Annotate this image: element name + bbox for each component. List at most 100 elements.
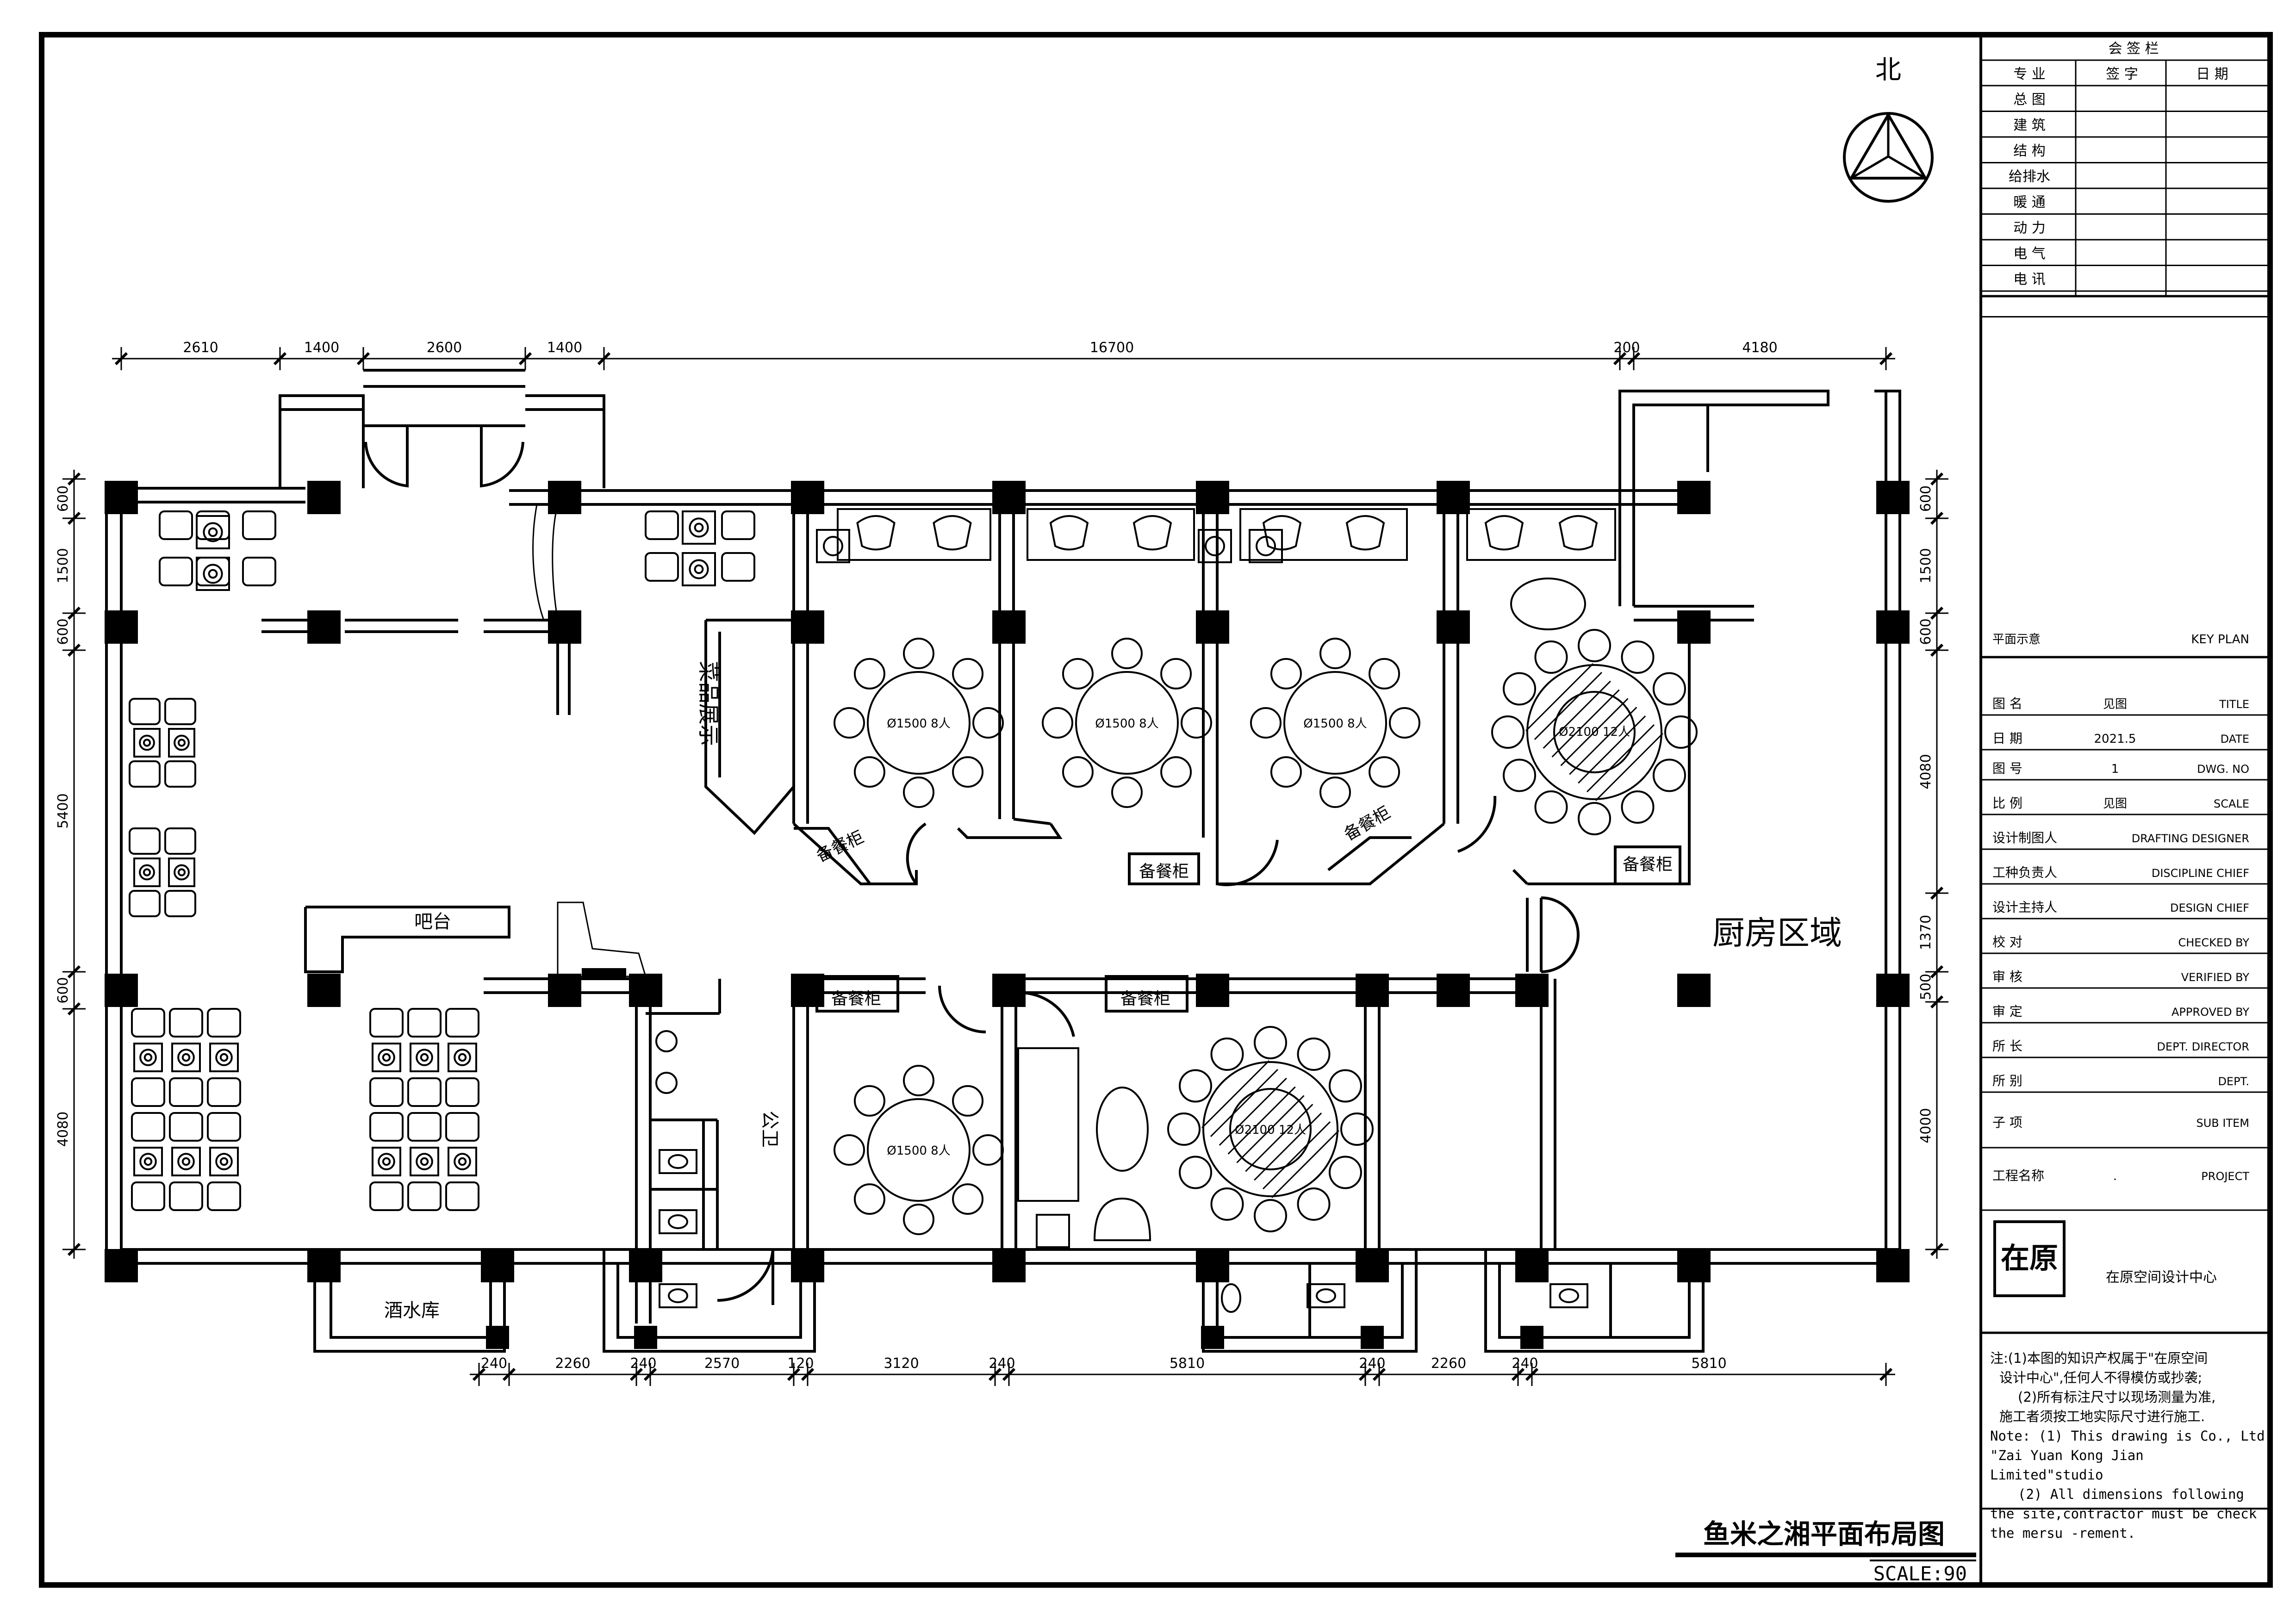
chair [721, 552, 755, 582]
table-center [458, 1157, 467, 1166]
column [1876, 610, 1910, 644]
armchair [1345, 515, 1385, 551]
column [481, 1249, 514, 1282]
table-top [203, 564, 223, 584]
chair [1042, 707, 1073, 739]
dimension-label: 500 [1918, 974, 1934, 1000]
table-center [694, 522, 704, 533]
hatch-line [1569, 707, 1637, 775]
sink-icon [655, 1072, 678, 1094]
table-center [208, 569, 218, 579]
dimension-label: 1500 [1918, 548, 1934, 583]
chair [1254, 1026, 1287, 1059]
chair [129, 827, 161, 855]
chair [952, 756, 984, 788]
info-row-label: 比 例 [1992, 795, 2022, 811]
armchair [933, 515, 972, 551]
label-kitchen: 厨房区域 [1712, 914, 1842, 952]
chair [1167, 1112, 1201, 1146]
column [992, 1249, 1026, 1282]
table-top [215, 1153, 233, 1170]
room-labels: 菜品展示 吧台 酒水库 公卫 厨房区域 备餐柜 备餐柜 备餐柜 备餐柜 备餐柜 … [384, 661, 1842, 1321]
table-top [378, 1153, 395, 1170]
table-top [139, 734, 155, 751]
table-center [420, 1053, 429, 1062]
square-table [196, 515, 230, 549]
column [1196, 610, 1229, 644]
hatch-line [1525, 663, 1594, 732]
table-top [203, 522, 223, 542]
square-table [372, 1147, 401, 1176]
hatch-line [1551, 689, 1620, 758]
chair [1254, 1199, 1287, 1232]
column [1677, 1249, 1711, 1282]
round-table [1526, 664, 1662, 800]
chair [903, 638, 934, 669]
dimension-label: 2570 [704, 1355, 740, 1372]
dimension-label: 2610 [183, 340, 218, 356]
dimension-label: 4080 [1918, 754, 1934, 789]
note-line: the site,contractor must be check [1990, 1506, 2257, 1522]
table-top [454, 1049, 471, 1066]
chair [1621, 640, 1655, 674]
chair [952, 1085, 984, 1117]
header-discipline: 专 业 [2013, 66, 2046, 82]
urinal-icon [659, 1283, 697, 1308]
column [1196, 1249, 1229, 1282]
chair [242, 557, 276, 586]
square-table [133, 1043, 163, 1072]
side-table [1036, 1214, 1070, 1248]
column [1677, 481, 1711, 514]
armchair [856, 515, 896, 551]
outer-walls [105, 369, 1901, 1265]
lazy-susan [1553, 691, 1636, 773]
hatch-line [1236, 1095, 1305, 1163]
discipline-label: 建 筑 [2013, 118, 2046, 134]
chair [972, 707, 1004, 739]
chair [1534, 790, 1568, 824]
table-center [143, 868, 151, 876]
info-row-label: 日 期 [1992, 731, 2022, 746]
chair [369, 1181, 404, 1211]
drawing-scale: SCALE:90 [1873, 1562, 1967, 1585]
structural-columns [105, 481, 1910, 1349]
chair [164, 827, 196, 855]
chair [407, 1008, 442, 1038]
side-table [1249, 529, 1283, 563]
chair [131, 1077, 165, 1107]
chair [445, 1077, 479, 1107]
dimension-label: 5400 [55, 793, 71, 828]
chair [645, 552, 679, 582]
chair [1297, 1187, 1331, 1221]
discipline-label: 暖 通 [2013, 194, 2046, 211]
column [992, 481, 1026, 514]
table-center [143, 1157, 153, 1166]
column [307, 974, 341, 1007]
table-top [139, 1049, 157, 1066]
chair [1270, 658, 1302, 690]
chair [131, 1008, 165, 1038]
hatch-line [1201, 1060, 1270, 1129]
info-row-value: 1 [2111, 762, 2119, 776]
toilet-bowl [1316, 1288, 1336, 1303]
info-row-label: 校 对 [1992, 934, 2022, 950]
drawing-title: 鱼米之湘平面布局图 [1703, 1518, 1945, 1550]
key-plan-cn: 平面示意 [1992, 633, 2041, 646]
chair [1111, 777, 1143, 808]
chair [207, 1077, 241, 1107]
discipline-label: 给排水 [2009, 169, 2050, 185]
chair [1389, 707, 1420, 739]
table-top [174, 734, 190, 751]
chair [207, 1008, 241, 1038]
dimension-label: 2600 [427, 340, 462, 356]
square-table [133, 858, 161, 887]
dimension-label: 16700 [1090, 340, 1134, 356]
table-top [416, 1153, 433, 1170]
chair [207, 1112, 241, 1142]
table-center [181, 1053, 191, 1062]
armchair [1558, 515, 1598, 551]
column [1196, 481, 1229, 514]
table-top [177, 1153, 195, 1170]
